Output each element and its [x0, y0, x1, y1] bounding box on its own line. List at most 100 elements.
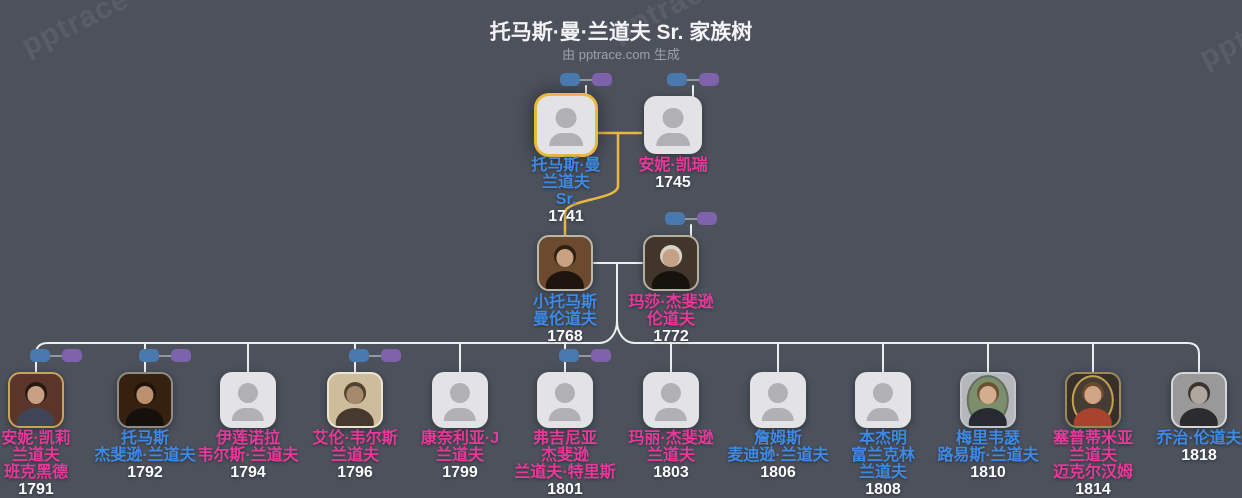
- person-name-line: 韦尔斯·兰道夫: [197, 447, 299, 464]
- person-name-line: 兰道夫: [11, 447, 60, 464]
- person-name-line: 兰道夫: [646, 447, 695, 464]
- couple-link-line: [687, 78, 699, 81]
- portrait-shoulders: [231, 407, 265, 421]
- person-avatar[interactable]: [643, 372, 699, 428]
- person-name-line: 玛莎·杰斐逊: [628, 294, 714, 311]
- portrait-shoulders: [656, 133, 690, 147]
- collapsed-couple-indicator[interactable]: [139, 349, 191, 362]
- person-avatar[interactable]: [537, 96, 595, 154]
- person-avatar[interactable]: [855, 372, 911, 428]
- person-name-line: 迈克尔汉姆: [1052, 464, 1133, 481]
- person-silhouette-icon: [1190, 386, 1208, 404]
- couple-link-line: [159, 354, 171, 357]
- collapsed-male-node[interactable]: [665, 212, 685, 225]
- portrait-shoulders: [335, 408, 375, 426]
- person-name-line: 玛丽·杰斐逊: [628, 430, 714, 447]
- person-name-line: Sr.: [555, 191, 577, 208]
- person-name-line: 弗吉尼亚: [532, 430, 597, 447]
- couple-link-line: [685, 217, 697, 220]
- person-name-line: 小托马斯: [532, 294, 597, 311]
- person-silhouette-icon: [27, 386, 45, 404]
- person-avatar[interactable]: [643, 235, 699, 291]
- person-avatar[interactable]: [1171, 372, 1227, 428]
- brace-right: [616, 320, 636, 344]
- person-name-line: 麦迪逊·兰道夫: [727, 447, 829, 464]
- person-birth-year: 1741: [548, 208, 584, 225]
- collapsed-female-node[interactable]: [171, 349, 191, 362]
- person-avatar[interactable]: [432, 372, 488, 428]
- person-name-line: 安妮·凯莉: [1, 430, 71, 447]
- page-title: 托马斯·曼·兰道夫 Sr. 家族树: [489, 21, 753, 44]
- portrait-shoulders: [654, 407, 688, 421]
- page-subtitle: 由 pptrace.com 生成: [562, 47, 680, 62]
- person-birth-year: 1772: [653, 328, 689, 345]
- collapsed-male-node[interactable]: [667, 73, 687, 86]
- person-name-line: 兰道夫: [435, 447, 484, 464]
- person-silhouette-icon: [979, 386, 997, 404]
- person-silhouette-icon: [767, 383, 789, 404]
- collapsed-couple-indicator[interactable]: [665, 212, 717, 225]
- person-name-line: 本杰明: [858, 430, 907, 447]
- person-name-line: 兰道夫: [858, 464, 907, 481]
- collapsed-male-node[interactable]: [559, 349, 579, 362]
- portrait-shoulders: [651, 271, 691, 289]
- person-birth-year: 1803: [653, 464, 689, 481]
- person-name-line: 班克黑德: [3, 464, 68, 481]
- collapsed-female-node[interactable]: [381, 349, 401, 362]
- person-silhouette-icon: [449, 383, 471, 404]
- person-silhouette-icon: [555, 107, 577, 129]
- person-avatar[interactable]: [327, 372, 383, 428]
- person-avatar[interactable]: [537, 235, 593, 291]
- portrait-shoulders: [761, 407, 795, 421]
- person-silhouette-icon: [872, 383, 894, 404]
- person-avatar[interactable]: [117, 372, 173, 428]
- couple-link-line: [579, 354, 591, 357]
- person-name-line: 兰道夫: [330, 447, 379, 464]
- person-avatar[interactable]: [644, 96, 702, 154]
- person-name-line: 托马斯·曼: [531, 157, 601, 174]
- person-name-line: 杰斐逊: [540, 447, 589, 464]
- person-silhouette-icon: [662, 249, 680, 267]
- collapsed-female-node[interactable]: [591, 349, 611, 362]
- portrait-shoulders: [443, 407, 477, 421]
- person-birth-year: 1799: [442, 464, 478, 481]
- person-avatar[interactable]: [750, 372, 806, 428]
- collapsed-female-node[interactable]: [62, 349, 82, 362]
- portrait-shoulders: [866, 407, 900, 421]
- person-birth-year: 1814: [1075, 481, 1111, 498]
- collapsed-couple-indicator[interactable]: [667, 73, 719, 86]
- portrait-shoulders: [125, 408, 165, 426]
- person-avatar[interactable]: [960, 372, 1016, 428]
- collapsed-male-node[interactable]: [139, 349, 159, 362]
- collapsed-couple-indicator[interactable]: [349, 349, 401, 362]
- collapsed-female-node[interactable]: [699, 73, 719, 86]
- person-avatar[interactable]: [220, 372, 276, 428]
- person-avatar[interactable]: [8, 372, 64, 428]
- person-name-line: 兰道夫: [541, 174, 590, 191]
- collapsed-couple-indicator[interactable]: [560, 73, 612, 86]
- person-birth-year: 1792: [127, 464, 163, 481]
- person-silhouette-icon: [1084, 386, 1102, 404]
- collapsed-male-node[interactable]: [349, 349, 369, 362]
- collapsed-couple-indicator[interactable]: [30, 349, 82, 362]
- collapsed-couple-indicator[interactable]: [559, 349, 611, 362]
- collapsed-female-node[interactable]: [697, 212, 717, 225]
- portrait-shoulders: [1179, 408, 1219, 426]
- collapsed-male-node[interactable]: [30, 349, 50, 362]
- couple-link-line: [580, 78, 592, 81]
- collapsed-female-node[interactable]: [592, 73, 612, 86]
- person-avatar[interactable]: [537, 372, 593, 428]
- collapsed-male-node[interactable]: [560, 73, 580, 86]
- person-name-line: 托马斯: [120, 430, 169, 447]
- person-silhouette-icon: [660, 383, 682, 404]
- person-avatar[interactable]: [1065, 372, 1121, 428]
